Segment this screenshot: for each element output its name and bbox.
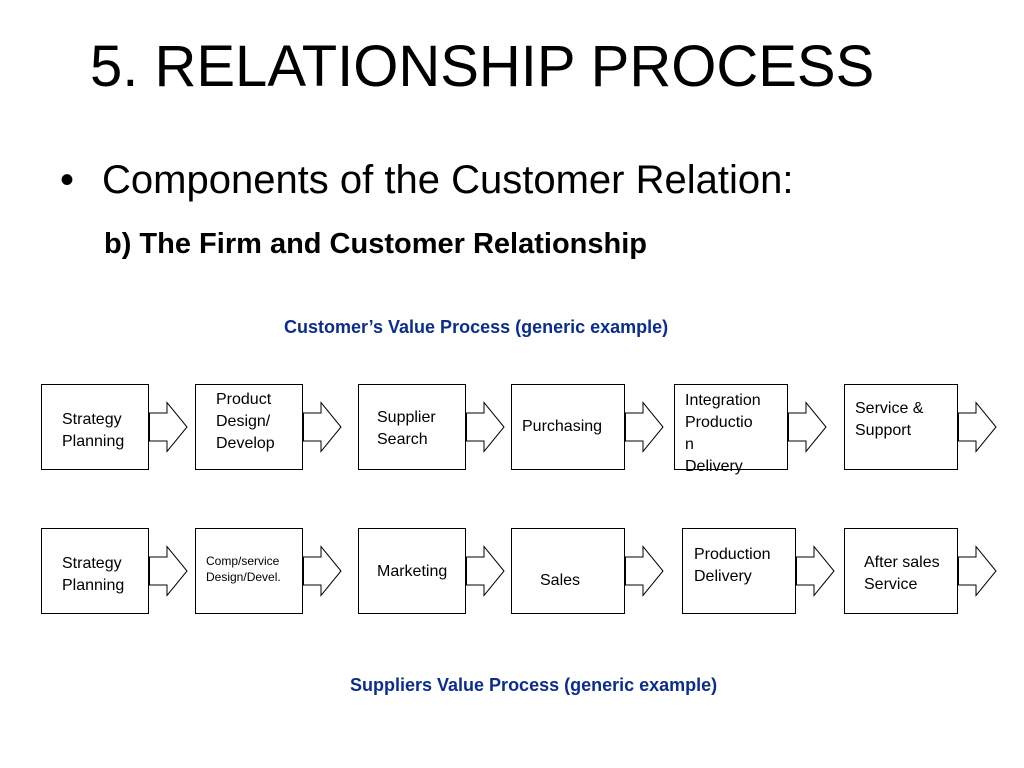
arrow-icon — [625, 545, 664, 597]
arrow-icon — [466, 545, 505, 597]
process-box-customer-4: Purchasing — [511, 384, 625, 470]
process-label: Product Design/ Develop — [216, 391, 275, 452]
customer-process-caption: Customer’s Value Process (generic exampl… — [284, 317, 669, 337]
process-label: Service & Support — [855, 400, 924, 439]
process-box-supplier-2: Comp/service Design/Devel. — [195, 528, 303, 614]
arrow-icon — [958, 401, 997, 453]
process-label: Sales — [540, 572, 581, 589]
process-label: Purchasing — [522, 418, 603, 435]
process-box-supplier-3: Marketing — [358, 528, 466, 614]
arrow-icon — [303, 545, 342, 597]
process-box-customer-5: Integration Productio n Delivery — [674, 384, 788, 475]
subheading: b) The Firm and Customer Relationship — [104, 228, 647, 260]
process-box-supplier-4: Sales — [511, 528, 625, 614]
arrow-icon — [303, 401, 342, 453]
process-label: Supplier Search — [377, 409, 436, 448]
arrow-icon — [958, 545, 997, 597]
process-label: Marketing — [377, 563, 448, 580]
process-label: Comp/service Design/Devel. — [206, 554, 281, 584]
process-box-customer-1: Strategy Planning — [41, 384, 149, 470]
bullet-marker: • — [60, 158, 75, 202]
arrow-icon — [625, 401, 664, 453]
arrow-icon — [149, 401, 188, 453]
process-label: Strategy Planning — [62, 411, 125, 450]
process-box-supplier-5: Production Delivery — [682, 528, 796, 614]
process-box-customer-6: Service & Support — [844, 384, 958, 470]
bullet-text: Components of the Customer Relation: — [102, 158, 794, 202]
process-label: Production Delivery — [694, 546, 771, 585]
process-box-supplier-1: Strategy Planning — [41, 528, 149, 614]
process-label: Strategy Planning — [62, 555, 125, 594]
arrow-icon — [149, 545, 188, 597]
arrow-icon — [788, 401, 827, 453]
process-box-customer-2: Product Design/ Develop — [195, 384, 303, 470]
process-label: Integration Productio n Delivery — [685, 392, 761, 475]
slide-title: 5. RELATIONSHIP PROCESS — [90, 34, 875, 99]
process-box-customer-3: Supplier Search — [358, 384, 466, 470]
arrow-icon — [796, 545, 835, 597]
process-label: After sales Service — [864, 554, 940, 593]
supplier-process-caption: Suppliers Value Process (generic example… — [350, 675, 718, 695]
arrow-icon — [466, 401, 505, 453]
process-box-supplier-6: After sales Service — [844, 528, 958, 614]
